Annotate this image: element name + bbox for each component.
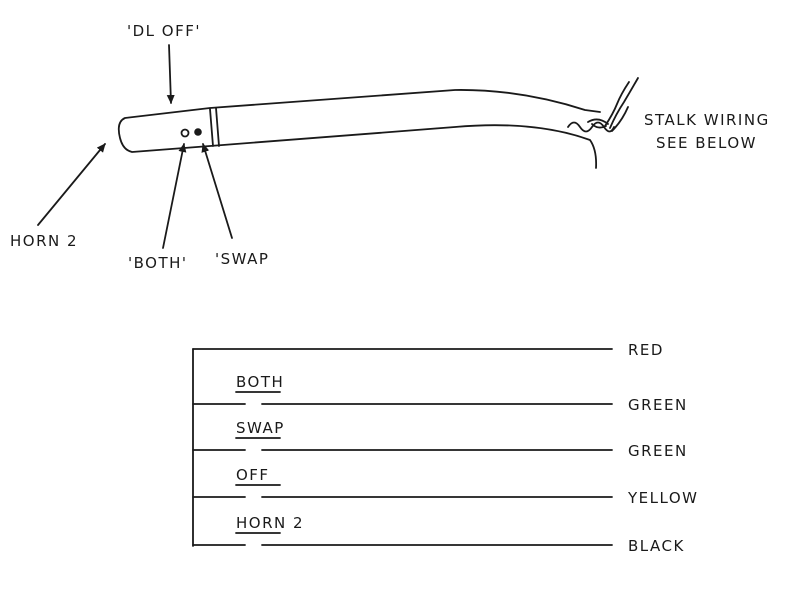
switch-label: OFF bbox=[236, 466, 270, 484]
both-button bbox=[180, 128, 190, 138]
both-label: 'BOTH' bbox=[128, 254, 188, 272]
dl-off-arrow bbox=[166, 44, 175, 104]
switch-label: SWAP bbox=[236, 419, 285, 437]
swap-arrow bbox=[201, 143, 233, 239]
both-arrow bbox=[162, 143, 187, 249]
see-below-label: SEE BELOW bbox=[656, 134, 757, 152]
stalk-wiring-label: STALK WIRING bbox=[644, 111, 770, 129]
stalk-wire-tail bbox=[567, 77, 639, 133]
switch-label: HORN 2 bbox=[236, 514, 304, 532]
swap-label: 'SWAP bbox=[215, 250, 269, 268]
dl-off-label: 'DL OFF' bbox=[127, 22, 201, 40]
stalk-collar-line bbox=[215, 107, 220, 147]
wire-color-label: YELLOW bbox=[627, 489, 698, 507]
stalk-outline bbox=[117, 89, 601, 169]
wire-group: RED BOTH GREEN SWAP GREEN OFF YELLOW HORN 2 BLAC… bbox=[192, 341, 698, 555]
stalk-collar-line bbox=[209, 108, 214, 147]
wire-color-label: GREEN bbox=[628, 442, 688, 460]
wire-color-label: RED bbox=[628, 341, 664, 359]
horn2-label: HORN 2 bbox=[10, 232, 78, 250]
wire-color-label: GREEN bbox=[628, 396, 688, 414]
horn2-arrow bbox=[37, 143, 106, 226]
wiring-diagram: RED BOTH GREEN SWAP GREEN OFF YELLOW HORN 2 BLAC… bbox=[192, 341, 698, 555]
wire-color-label: BLACK bbox=[628, 537, 685, 555]
swap-button bbox=[194, 128, 202, 136]
stalk-drawing: 'DL OFF' STALK WIRING SEE BELOW HORN 2 '… bbox=[10, 22, 770, 272]
switch-label: BOTH bbox=[236, 373, 284, 391]
